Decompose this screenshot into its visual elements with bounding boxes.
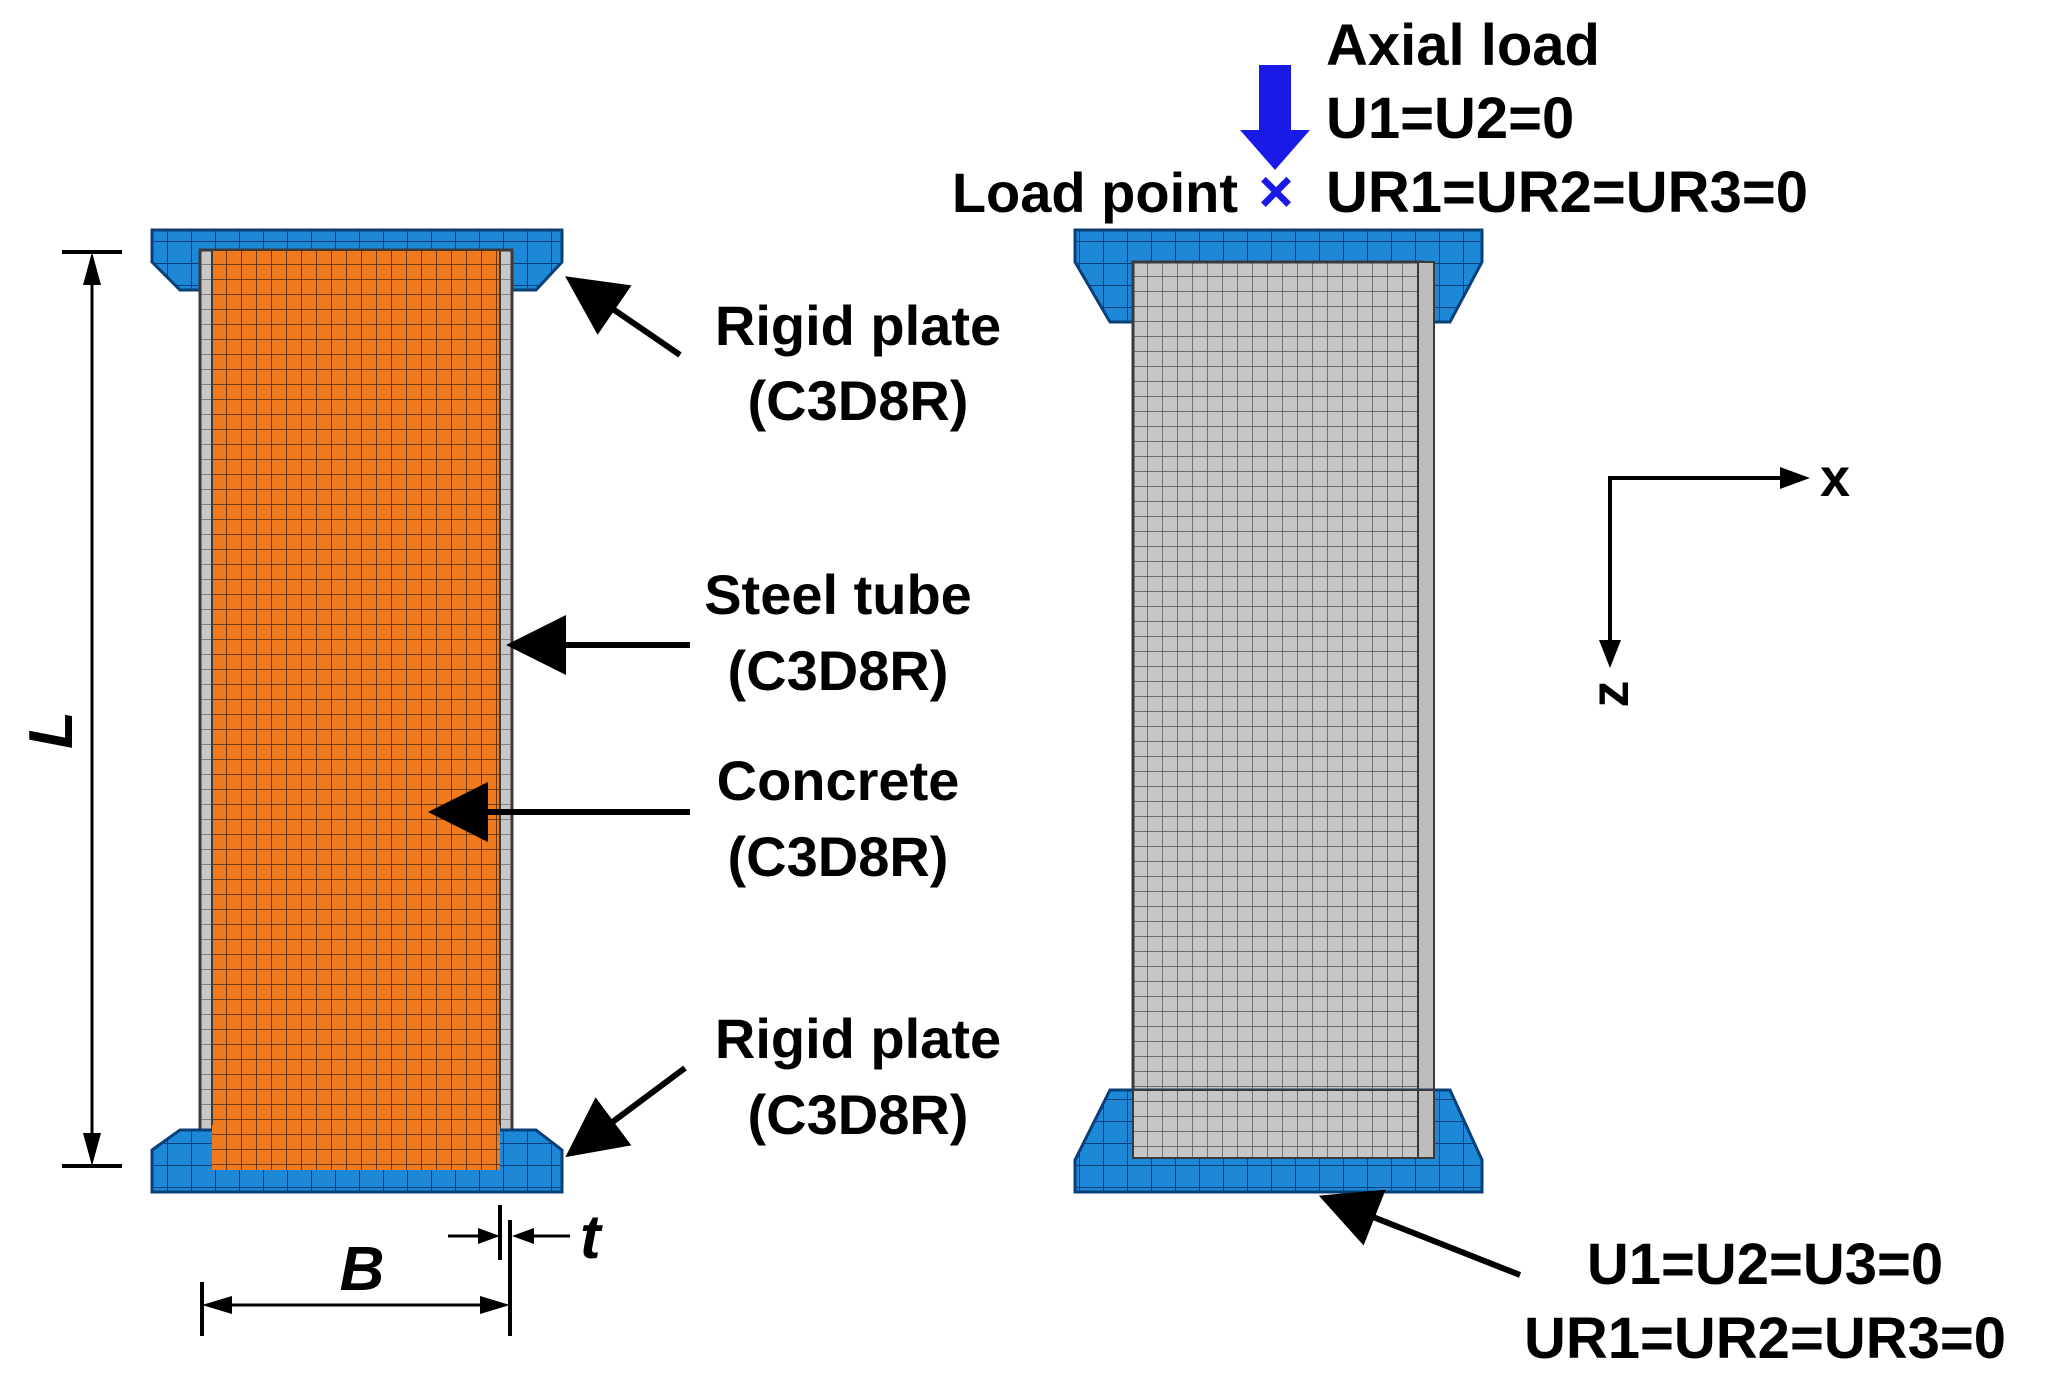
axial-load-arrow <box>1240 65 1310 170</box>
left-concrete-core <box>211 249 501 1169</box>
coordinate-axes: x z <box>1580 448 1850 708</box>
leader-bottom-plate <box>565 1065 687 1158</box>
label-rigid-plate-bot-1: Rigid plate <box>715 1007 1001 1070</box>
label-concrete-1: Concrete <box>717 749 960 812</box>
dimension-t: t <box>448 1203 603 1272</box>
left-model <box>150 228 564 1194</box>
right-column-mesh <box>1131 260 1425 1160</box>
right-model <box>1073 228 1484 1194</box>
label-axial-load: Axial load <box>1326 13 1600 78</box>
leader-top-plate <box>565 276 682 358</box>
label-steel-tube-1: Steel tube <box>704 563 972 626</box>
dim-t-label: t <box>580 1203 603 1272</box>
label-concrete-2: (C3D8R) <box>728 825 949 888</box>
label-rigid-plate-bot-2: (C3D8R) <box>748 1083 969 1146</box>
label-fixed-bc-1: U1=U2=U3=0 <box>1587 1232 1943 1297</box>
label-rigid-plate-top-2: (C3D8R) <box>748 369 969 432</box>
leader-lines <box>428 276 690 1158</box>
dimension-B: B <box>200 1220 512 1336</box>
label-steel-tube-2: (C3D8R) <box>728 639 949 702</box>
axis-z-label: z <box>1580 681 1640 708</box>
dim-B-label: B <box>340 1235 385 1304</box>
leader-fixed-bc <box>1318 1189 1522 1278</box>
label-load-point: Load point <box>952 161 1238 224</box>
label-load-bc-2: UR1=UR2=UR3=0 <box>1326 160 1808 225</box>
dim-L-label: L <box>17 711 86 749</box>
label-rigid-plate-top-1: Rigid plate <box>715 294 1001 357</box>
axis-x-label: x <box>1820 448 1850 508</box>
label-fixed-bc-2: UR1=UR2=UR3=0 <box>1524 1306 2006 1371</box>
load-point-marker: × <box>1258 158 1293 225</box>
label-load-bc-1: U1=U2=0 <box>1326 86 1574 151</box>
dimension-L: L <box>17 250 122 1168</box>
